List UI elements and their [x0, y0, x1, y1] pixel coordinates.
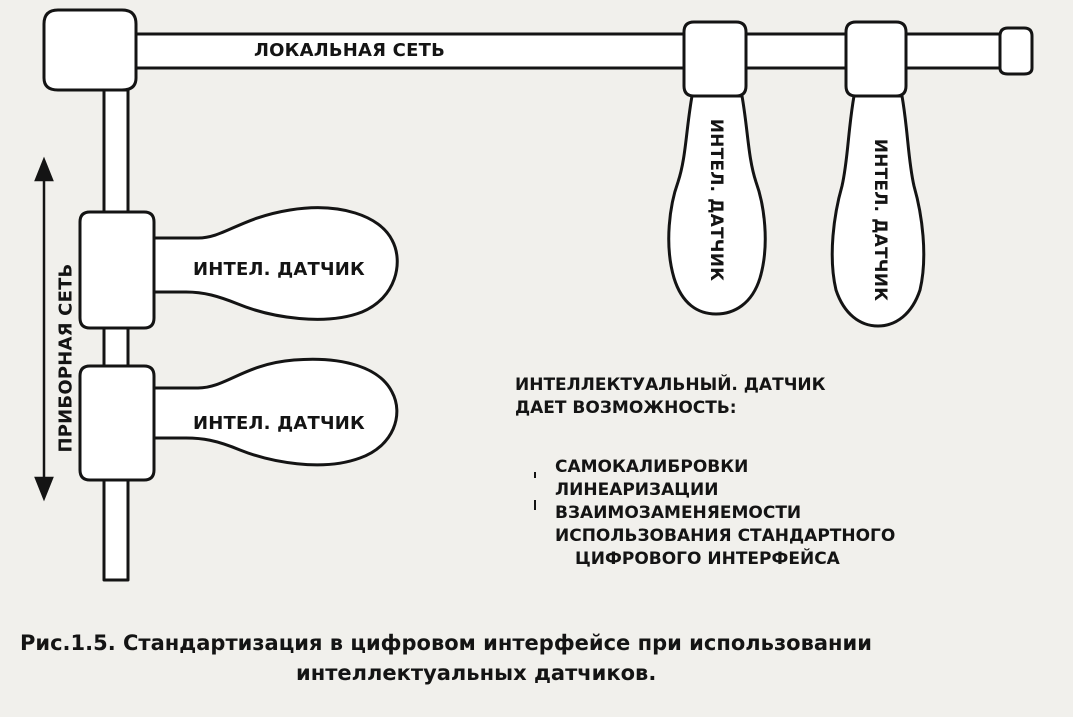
- sensor-label-right-1: ИНТЕЛ. ДАТЧИК: [706, 118, 726, 282]
- capability-item: ИСПОЛЬЗОВАНИЯ СТАНДАРТНОГО: [555, 526, 896, 546]
- sensor-left-1: [152, 206, 399, 321]
- figure-caption-line: Рис.1.5. Стандартизация в цифровом интер…: [20, 631, 872, 655]
- capabilities-heading-line: ИНТЕЛЛЕКТУАЛЬНЫЙ. ДАТЧИК: [515, 375, 826, 395]
- capability-item: ЛИНЕАРИЗАЦИИ: [555, 480, 719, 500]
- sensor-right-1: [667, 94, 767, 316]
- bus-junction-left: [682, 20, 748, 98]
- capabilities-heading: ИНТЕЛЛЕКТУАЛЬНЫЙ. ДАТЧИК ДАЕТ ВОЗМОЖНОСТ…: [515, 374, 826, 420]
- local-network-label: ЛОКАЛЬНАЯ СЕТЬ: [254, 40, 445, 61]
- figure-caption-line: интеллектуальных датчиков.: [296, 661, 657, 685]
- sensor-label-left-2: ИНТЕЛ. ДАТЧИК: [193, 413, 365, 434]
- instrument-node-lower: [78, 364, 156, 482]
- sensor-label-right-2: ИНТЕЛ. ДАТЧИК: [870, 138, 890, 302]
- figure-caption: Рис.1.5. Стандартизация в цифровом интер…: [0, 628, 1073, 688]
- sensor-left-2: [152, 357, 399, 467]
- capability-item: ЦИФРОВОГО ИНТЕРФЕЙСА: [575, 549, 840, 569]
- instrument-network-bus: [102, 88, 130, 582]
- instrument-node-upper: [78, 210, 156, 330]
- capability-item: САМОКАЛИБРОВКИ: [555, 457, 749, 477]
- sensor-label-left-1: ИНТЕЛ. ДАТЧИК: [193, 259, 365, 280]
- capabilities-list: САМОКАЛИБРОВКИ ЛИНЕАРИЗАЦИИ ВЗАИМОЗАМЕНЯ…: [555, 456, 895, 571]
- instrument-network-label: ПРИБОРНАЯ СЕТЬ: [55, 263, 77, 453]
- capabilities-heading-line: ДАЕТ ВОЗМОЖНОСТЬ:: [515, 398, 737, 418]
- capability-item: ВЗАИМОЗАМЕНЯЕМОСТИ: [555, 503, 802, 523]
- bus-junction-right: [844, 20, 908, 98]
- left-bus-connector: [42, 8, 138, 92]
- bidirectional-arrow: [34, 156, 54, 502]
- right-bus-connector: [998, 26, 1034, 76]
- sensor-right-2: [830, 94, 926, 328]
